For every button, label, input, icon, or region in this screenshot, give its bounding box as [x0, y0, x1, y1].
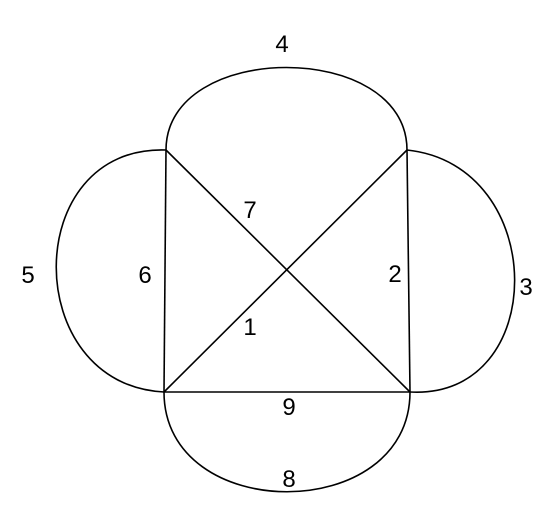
edge-label-6: 6 — [138, 262, 151, 289]
edge-4-arc — [165, 66, 408, 151]
edge-label-3: 3 — [519, 274, 532, 301]
edge-label-8: 8 — [282, 466, 295, 493]
edge-6-line — [163, 149, 167, 393]
edge-3-arc — [406, 149, 516, 393]
edge-2-line — [406, 149, 411, 393]
edge-label-1: 1 — [243, 314, 256, 341]
edge-label-9: 9 — [282, 394, 295, 421]
edge-label-5: 5 — [21, 262, 34, 289]
edge-8-arc — [163, 391, 411, 493]
edge-5-arc — [55, 149, 167, 393]
edge-1-line — [163, 149, 408, 393]
edge-label-2: 2 — [388, 261, 401, 288]
edge-label-4: 4 — [275, 31, 288, 58]
edge-7-line — [165, 149, 411, 393]
edge-label-7: 7 — [243, 197, 256, 224]
